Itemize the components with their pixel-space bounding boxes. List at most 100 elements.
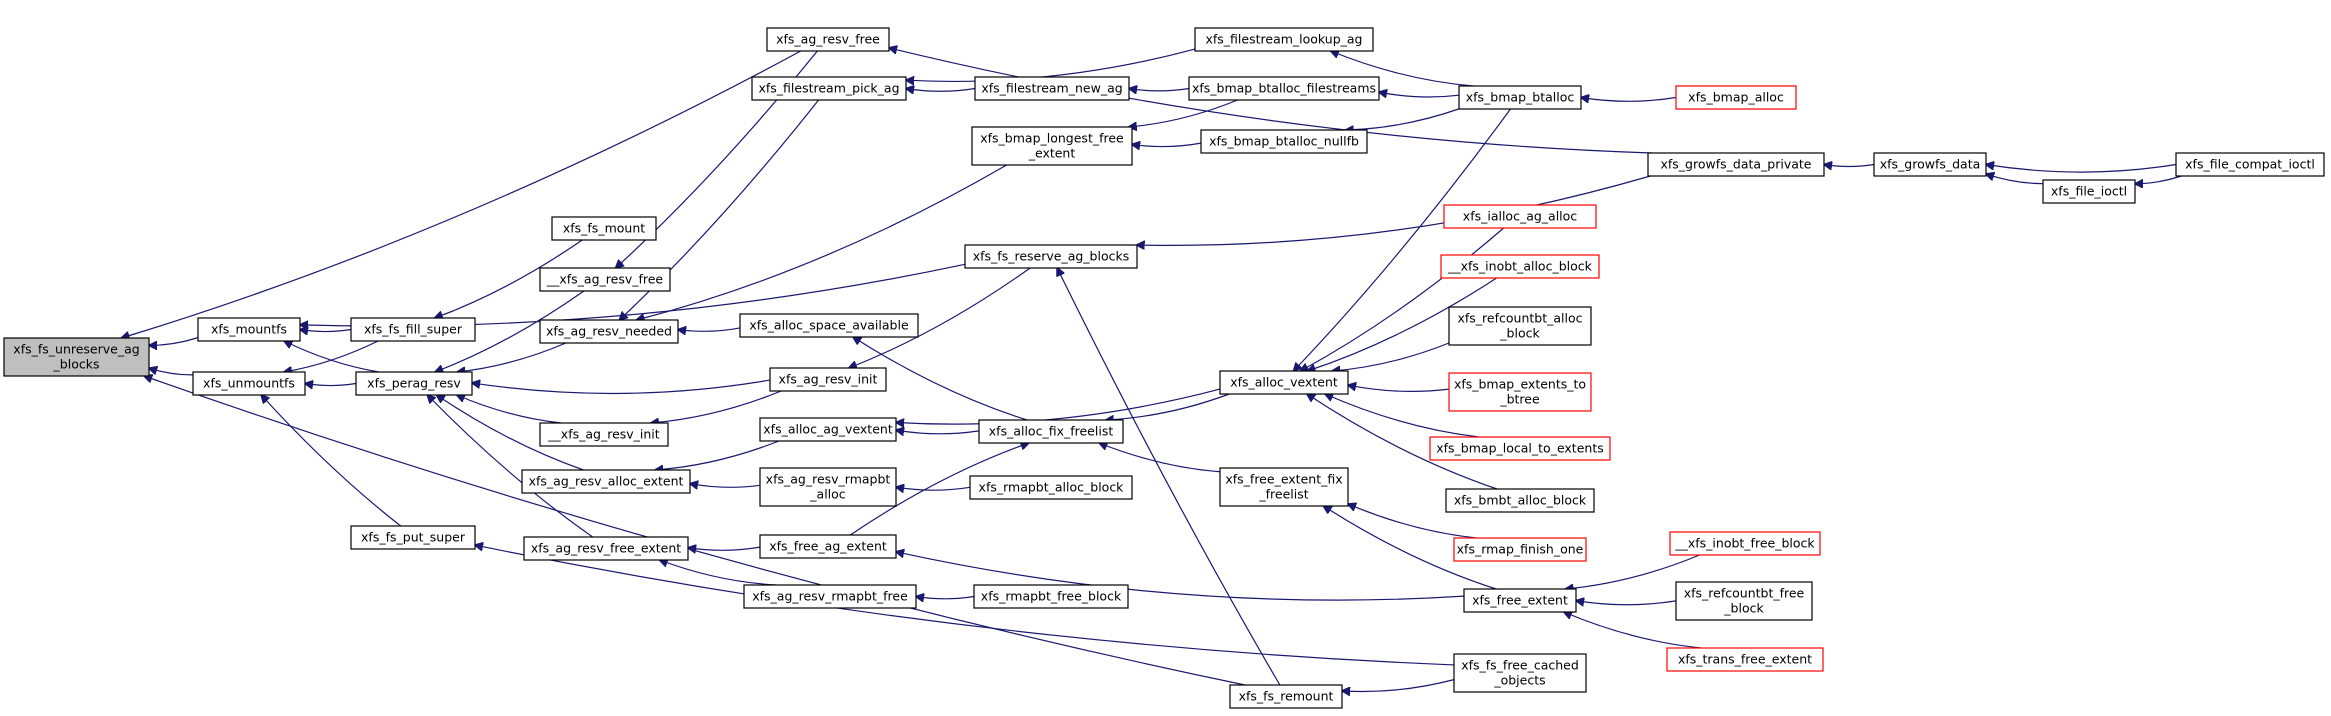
function-node[interactable]: xfs_fs_remount bbox=[1229, 684, 1343, 709]
node-box bbox=[1448, 372, 1592, 412]
function-node[interactable]: xfs_bmap_alloc bbox=[1675, 85, 1797, 110]
function-node[interactable]: __xfs_inobt_free_block bbox=[1669, 531, 1821, 556]
function-node[interactable]: xfs_rmapbt_free_block bbox=[973, 584, 1129, 609]
function-node[interactable]: xfs_fs_fill_super bbox=[350, 317, 476, 342]
function-node[interactable]: xfs_rmap_finish_one bbox=[1453, 537, 1587, 562]
call-edge bbox=[678, 328, 741, 331]
function-node[interactable]: xfs_file_compat_ioctl bbox=[2175, 152, 2325, 177]
call-edge bbox=[619, 99, 820, 320]
function-node[interactable]: xfs_unmountfs bbox=[192, 371, 306, 396]
function-node[interactable]: xfs_rmapbt_alloc_block bbox=[969, 475, 1133, 500]
function-node[interactable]: xfs_bmap_btalloc_filestreams bbox=[1188, 76, 1380, 101]
function-node[interactable]: xfs_bmap_btalloc bbox=[1458, 85, 1582, 110]
function-node[interactable]: xfs_fs_unreserve_ag_blocks bbox=[3, 337, 150, 377]
function-node[interactable]: xfs_ag_resv_needed bbox=[539, 319, 679, 344]
function-node[interactable]: xfs_bmbt_alloc_block bbox=[1445, 488, 1595, 513]
function-node[interactable]: xfs_bmap_longest_free_extent bbox=[971, 126, 1133, 166]
node-box bbox=[350, 317, 476, 342]
function-node[interactable]: xfs_fs_free_cached_objects bbox=[1453, 653, 1587, 693]
call-edge bbox=[636, 164, 1007, 320]
function-node[interactable]: xfs_fs_reserve_ag_blocks bbox=[964, 244, 1138, 269]
node-label: xfs_file_compat_ioctl bbox=[2185, 157, 2315, 172]
function-node[interactable]: xfs_bmap_btalloc_nullfb bbox=[1200, 129, 1368, 154]
node-label: xfs_free_ag_extent bbox=[769, 539, 887, 554]
function-node[interactable]: xfs_file_ioctl bbox=[2042, 179, 2136, 204]
node-box bbox=[759, 534, 897, 559]
function-node[interactable]: xfs_bmap_extents_to_btree bbox=[1448, 372, 1592, 412]
function-node[interactable]: xfs_filestream_new_ag bbox=[974, 76, 1130, 101]
node-box bbox=[1669, 531, 1821, 556]
node-label: xfs_file_ioctl bbox=[2051, 184, 2127, 199]
node-box bbox=[969, 475, 1133, 500]
node-box bbox=[2042, 179, 2136, 204]
call-edge bbox=[121, 50, 802, 338]
node-box bbox=[355, 371, 473, 396]
node-box bbox=[539, 267, 671, 292]
node-box bbox=[539, 319, 679, 344]
node-label: xfs_ag_resv_needed bbox=[546, 324, 672, 339]
node-label: xfs_alloc_ag_vextent bbox=[763, 422, 893, 437]
function-node[interactable]: xfs_ialloc_ag_alloc bbox=[1443, 204, 1597, 229]
call-edge bbox=[1564, 612, 1702, 649]
node-label: xfs_rmapbt_free_block bbox=[981, 589, 1122, 604]
function-node[interactable]: xfs_alloc_ag_vextent bbox=[759, 417, 897, 442]
function-node[interactable]: xfs_bmap_local_to_extents bbox=[1429, 436, 1611, 461]
function-node[interactable]: xfs_fs_mount bbox=[551, 216, 657, 241]
function-node[interactable]: xfs_ag_resv_rmapbt_alloc bbox=[759, 467, 897, 507]
function-node[interactable]: xfs_refcountbt_free_block bbox=[1675, 581, 1813, 621]
call-edge bbox=[896, 487, 971, 490]
function-node[interactable]: xfs_free_ag_extent bbox=[759, 534, 897, 559]
call-edge bbox=[1342, 679, 1455, 692]
function-node[interactable]: xfs_ag_resv_alloc_extent bbox=[521, 469, 691, 494]
node-box bbox=[1873, 152, 1987, 177]
node-label: xfs_unmountfs bbox=[203, 376, 295, 391]
function-node[interactable]: xfs_ag_resv_init bbox=[769, 367, 887, 392]
node-box bbox=[1200, 129, 1368, 154]
node-label: _extent bbox=[1028, 146, 1076, 161]
call-edge bbox=[435, 290, 585, 372]
function-node[interactable]: xfs_ag_resv_rmapbt_free bbox=[743, 584, 917, 609]
node-box bbox=[964, 244, 1138, 269]
function-node[interactable]: xfs_filestream_lookup_ag bbox=[1194, 27, 1374, 52]
function-node[interactable]: xfs_trans_free_extent bbox=[1666, 647, 1824, 672]
function-node[interactable]: __xfs_ag_resv_init bbox=[539, 422, 669, 447]
node-label: xfs_fs_remount bbox=[1239, 689, 1334, 704]
function-node[interactable]: xfs_mountfs bbox=[197, 317, 301, 342]
function-node[interactable]: xfs_alloc_vextent bbox=[1219, 370, 1349, 395]
node-label: _freelist bbox=[1258, 487, 1308, 502]
function-node[interactable]: xfs_alloc_fix_freelist bbox=[978, 419, 1124, 444]
call-edge bbox=[472, 380, 771, 395]
function-node[interactable]: xfs_free_extent bbox=[1463, 588, 1577, 613]
function-node[interactable]: xfs_filestream_pick_ag bbox=[751, 76, 907, 101]
call-edge bbox=[1129, 99, 1238, 127]
function-node[interactable]: xfs_growfs_data bbox=[1873, 152, 1987, 177]
call-edge bbox=[660, 560, 777, 586]
node-box bbox=[1675, 581, 1813, 621]
function-node[interactable]: xfs_fs_put_super bbox=[350, 525, 476, 550]
node-label: _objects bbox=[1493, 673, 1545, 688]
function-node[interactable]: xfs_perag_resv bbox=[355, 371, 473, 396]
node-label: xfs_bmap_local_to_extents bbox=[1436, 441, 1604, 456]
edge-layer bbox=[121, 48, 2182, 692]
function-node[interactable]: xfs_growfs_data_private bbox=[1647, 152, 1825, 177]
function-node[interactable]: xfs_ag_resv_free bbox=[766, 27, 890, 52]
node-label: _block bbox=[1723, 601, 1764, 616]
function-node[interactable]: xfs_free_extent_fix_freelist bbox=[1219, 467, 1349, 507]
call-edge bbox=[906, 48, 1196, 81]
node-label: xfs_bmap_btalloc bbox=[1466, 90, 1575, 105]
call-edge bbox=[896, 388, 1221, 424]
node-box bbox=[1429, 436, 1611, 461]
node-label: xfs_bmbt_alloc_block bbox=[1454, 493, 1587, 508]
call-edge bbox=[1099, 443, 1221, 473]
function-node[interactable]: xfs_ag_resv_free_extent bbox=[523, 536, 689, 561]
function-node[interactable]: __xfs_ag_resv_free bbox=[539, 267, 671, 292]
call-edge bbox=[457, 395, 562, 424]
call-edge bbox=[849, 267, 1031, 368]
function-node[interactable]: xfs_alloc_space_available bbox=[739, 313, 919, 338]
node-label: __xfs_ag_resv_init bbox=[547, 427, 659, 442]
node-box bbox=[743, 584, 917, 609]
node-label: xfs_alloc_space_available bbox=[749, 318, 909, 333]
node-label: xfs_alloc_vextent bbox=[1230, 375, 1338, 390]
function-node[interactable]: xfs_refcountbt_alloc_block bbox=[1448, 306, 1592, 346]
function-node[interactable]: __xfs_inobt_alloc_block bbox=[1440, 254, 1600, 279]
